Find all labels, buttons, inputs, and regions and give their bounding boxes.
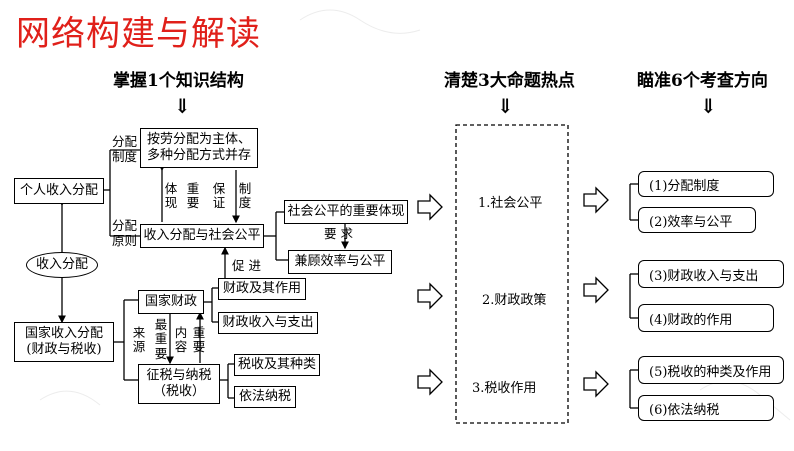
finance-role-box: 财政及其作用: [218, 278, 306, 300]
personal-income-box: 个人收入分配: [14, 178, 104, 204]
direction-item: (5)税收的种类及作用: [638, 356, 784, 384]
down-arrow-icon: ⇓: [497, 94, 514, 118]
header-directions: 瞄准6个考查方向: [637, 71, 768, 91]
fairness-embody-box: 社会公平的重要体现: [284, 200, 408, 224]
national-income-label: 国家收入分配 (财政与税收): [24, 325, 103, 357]
label-source: 来 源: [132, 325, 146, 355]
direction-item: (3)财政收入与支出: [638, 260, 784, 288]
label-promote: 促 进: [232, 258, 261, 273]
distribution-system-box: 按劳分配为主体、 多种分配方式并存: [140, 128, 258, 168]
tax-types-box: 税收及其种类: [234, 354, 320, 376]
national-income-box: 国家收入分配 (财政与税收): [14, 322, 114, 362]
direction-item: (4)财政的作用: [638, 304, 774, 332]
direction-item: (2)效率与公平: [638, 207, 756, 233]
direction-item: (6)依法纳税: [638, 395, 774, 421]
label-guarantee: 保 证: [212, 181, 226, 211]
tax-levy-box: 征税与纳税 （税收）: [138, 364, 220, 404]
label-distribution-system: 分配 制度: [112, 134, 138, 164]
revenue-expenditure-box: 财政收入与支出: [218, 312, 318, 334]
hotspot-social-fairness: 1.社会公平: [478, 196, 543, 211]
label-important: 重 要: [186, 181, 200, 211]
label-distribution-principle: 分配 原则: [112, 218, 138, 248]
income-distribution-ellipse: 收入分配: [26, 252, 98, 278]
hotspot-fiscal-policy: 2.财政政策: [482, 293, 547, 308]
down-arrow-icon: ⇓: [174, 94, 191, 118]
national-finance-box: 国家财政: [138, 290, 204, 314]
label-important-2: 重 要: [192, 325, 206, 355]
distribution-system-label: 按劳分配为主体、 多种分配方式并存: [146, 131, 251, 163]
distribution-fairness-box: 收入分配与社会公平: [140, 224, 264, 248]
header-hotspots: 清楚3大命题热点: [444, 71, 575, 91]
hotspot-tax-role: 3.税收作用: [472, 381, 537, 396]
header-knowledge-structure: 掌握1个知识结构: [113, 71, 244, 91]
tax-law-box: 依法纳税: [234, 386, 296, 408]
direction-item: (1)分配制度: [638, 171, 774, 197]
label-system: 制 度: [238, 181, 252, 211]
label-most-important: 最 重 要: [154, 317, 168, 361]
efficiency-fairness-box: 兼顾效率与公平: [288, 250, 392, 274]
page-title: 网络构建与解读: [16, 14, 261, 54]
label-content: 内 容: [174, 325, 188, 355]
tax-levy-label: 征税与纳税 （税收）: [146, 367, 212, 399]
label-embody: 体 现: [164, 181, 178, 211]
label-require: 要 求: [324, 226, 353, 241]
down-arrow-icon: ⇓: [700, 94, 717, 118]
